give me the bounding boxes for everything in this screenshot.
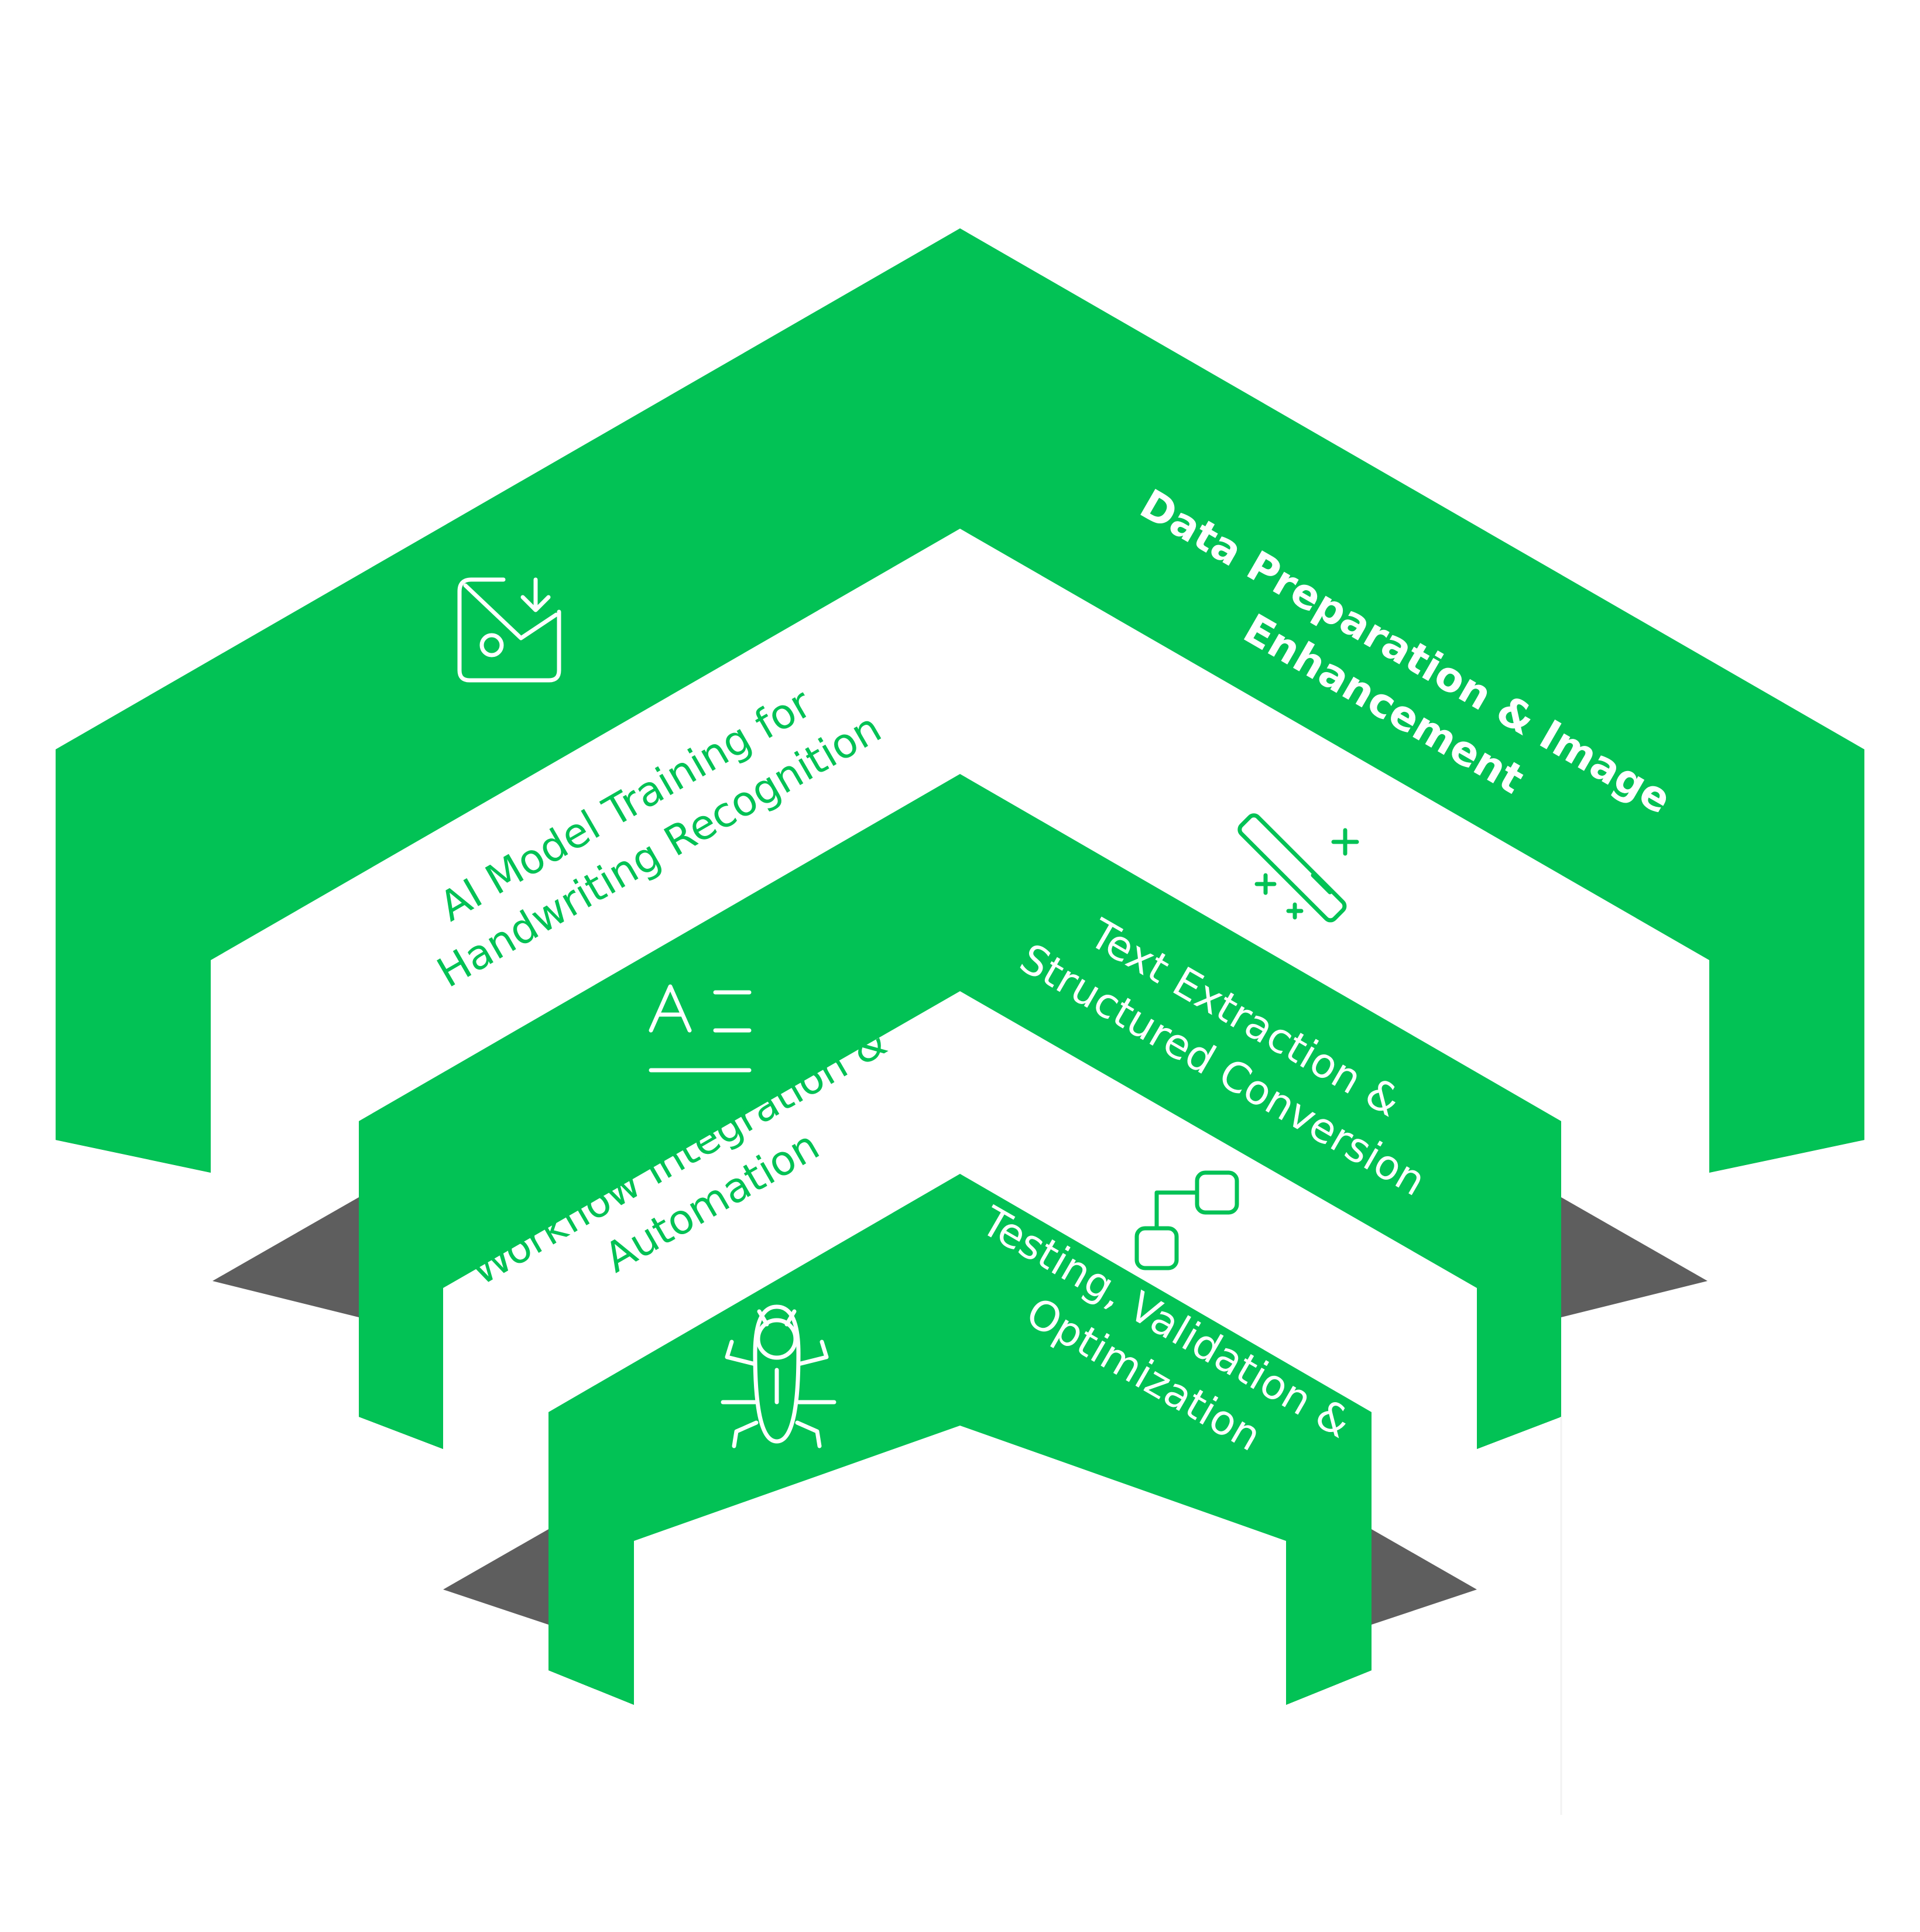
fold-gray-1-right bbox=[1561, 1197, 1708, 1317]
magic-wand-icon bbox=[1237, 813, 1359, 923]
chevron-band-1 bbox=[56, 228, 1864, 1173]
chevron-band-2 bbox=[359, 774, 1561, 1449]
chevron-band-3 bbox=[548, 1174, 1372, 1705]
ribbon-folds-gray bbox=[212, 1197, 1708, 1625]
workflow-nodes-icon bbox=[1134, 1170, 1239, 1270]
chevron-bands bbox=[56, 228, 1864, 1705]
fold-gray-1-left bbox=[212, 1197, 359, 1317]
fold-gray-2-right bbox=[1372, 1529, 1477, 1625]
text-format-icon bbox=[649, 984, 752, 1073]
image-download-icon bbox=[457, 577, 561, 683]
bug-icon bbox=[721, 1304, 836, 1448]
fold-gray-2-left bbox=[443, 1529, 548, 1625]
